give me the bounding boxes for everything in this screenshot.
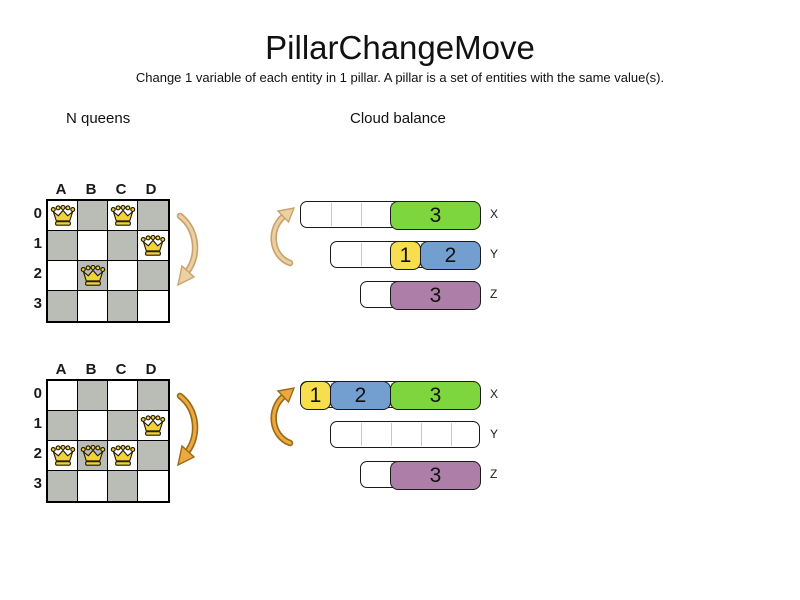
board-cell-a0 bbox=[48, 201, 78, 231]
page-subtitle: Change 1 variable of each entity in 1 pi… bbox=[135, 70, 665, 85]
board-cell-d3 bbox=[138, 471, 168, 501]
board-cell-b2 bbox=[78, 441, 108, 471]
board-cell-c3 bbox=[108, 471, 138, 501]
queens-move-arrow-icon bbox=[176, 392, 199, 467]
column-label-a: A bbox=[55, 361, 67, 378]
nqueens-board-before: A B C D 0 1 2 3 bbox=[20, 182, 180, 324]
board-cell-a1 bbox=[48, 231, 78, 261]
column-label-b: B bbox=[85, 181, 97, 198]
board-cell-d3 bbox=[138, 291, 168, 321]
column-label-c: C bbox=[115, 361, 127, 378]
process-block-2: 2 bbox=[330, 381, 391, 410]
nqueens-board-after: A B C D 0 1 2 3 bbox=[20, 362, 180, 504]
process-block-3: 3 bbox=[390, 201, 481, 230]
column-label-c: C bbox=[115, 181, 127, 198]
machine-label-y: Y bbox=[490, 427, 499, 441]
board-cell-a0 bbox=[48, 381, 78, 411]
column-label-b: B bbox=[85, 361, 97, 378]
process-block-1: 1 bbox=[300, 381, 331, 410]
machine-bar-z: 3 bbox=[360, 461, 481, 490]
board-cell-d2 bbox=[138, 441, 168, 471]
board-cell-b3 bbox=[78, 471, 108, 501]
queens-move-arrow-icon bbox=[176, 212, 199, 287]
board-cell-c0 bbox=[108, 381, 138, 411]
board-cell-d0 bbox=[138, 381, 168, 411]
unit-divider bbox=[361, 203, 362, 226]
machine-label-x: X bbox=[490, 207, 499, 221]
board-cell-d1 bbox=[138, 231, 168, 261]
board-cell-b1 bbox=[78, 411, 108, 441]
board-cell-d1 bbox=[138, 411, 168, 441]
board-cell-c0 bbox=[108, 201, 138, 231]
board-cell-b3 bbox=[78, 291, 108, 321]
board-cell-c3 bbox=[108, 291, 138, 321]
board-cell-d0 bbox=[138, 201, 168, 231]
machine-label-x: X bbox=[490, 387, 499, 401]
board-cell-c2 bbox=[108, 261, 138, 291]
section-label-cloud-balance: Cloud balance bbox=[350, 110, 446, 127]
process-block-3: 3 bbox=[390, 461, 481, 490]
process-block-3: 3 bbox=[390, 381, 481, 410]
board-cell-a3 bbox=[48, 291, 78, 321]
machine-label-y: Y bbox=[490, 247, 499, 261]
process-block-3: 3 bbox=[390, 281, 481, 310]
row-label-0: 0 bbox=[33, 385, 42, 402]
row-label-1: 1 bbox=[33, 415, 42, 432]
queen-icon bbox=[80, 264, 105, 286]
process-block-2: 2 bbox=[420, 241, 481, 270]
machine-bar-z: 3 bbox=[360, 281, 481, 310]
unit-divider bbox=[451, 423, 452, 446]
column-label-d: D bbox=[145, 181, 157, 198]
queen-icon bbox=[110, 444, 135, 466]
machine-label-z: Z bbox=[490, 467, 498, 481]
board-cell-b0 bbox=[78, 201, 108, 231]
process-block-1: 1 bbox=[390, 241, 421, 270]
board-cell-a2 bbox=[48, 261, 78, 291]
row-label-2: 2 bbox=[33, 265, 42, 282]
row-label-0: 0 bbox=[33, 205, 42, 222]
board-cell-d2 bbox=[138, 261, 168, 291]
queen-icon bbox=[50, 204, 75, 226]
queen-icon bbox=[110, 204, 135, 226]
board-cell-c2 bbox=[108, 441, 138, 471]
board-cell-b2 bbox=[78, 261, 108, 291]
unit-divider bbox=[331, 203, 332, 226]
board-cell-a1 bbox=[48, 411, 78, 441]
queen-icon bbox=[140, 414, 166, 436]
unit-divider bbox=[421, 423, 422, 446]
processes-move-arrow-icon bbox=[270, 387, 296, 447]
board-cell-c1 bbox=[108, 411, 138, 441]
row-label-2: 2 bbox=[33, 445, 42, 462]
machine-bar-y bbox=[330, 421, 480, 448]
queen-icon bbox=[50, 444, 75, 466]
chess-board-grid bbox=[46, 379, 170, 503]
board-cell-a2 bbox=[48, 441, 78, 471]
machine-label-z: Z bbox=[490, 287, 498, 301]
row-label-3: 3 bbox=[33, 295, 42, 312]
row-label-1: 1 bbox=[33, 235, 42, 252]
queen-icon bbox=[140, 234, 166, 256]
board-cell-c1 bbox=[108, 231, 138, 261]
section-label-n-queens: N queens bbox=[66, 110, 131, 127]
unit-divider bbox=[361, 243, 362, 266]
row-label-3: 3 bbox=[33, 475, 42, 492]
column-label-d: D bbox=[145, 361, 157, 378]
processes-move-arrow-icon bbox=[270, 207, 296, 267]
chess-board-grid bbox=[46, 199, 170, 323]
unit-divider bbox=[391, 423, 392, 446]
machine-bar-x: 3 bbox=[300, 201, 481, 230]
column-label-a: A bbox=[55, 181, 67, 198]
page-title: PillarChangeMove bbox=[265, 29, 535, 66]
board-cell-b0 bbox=[78, 381, 108, 411]
unit-divider bbox=[361, 423, 362, 446]
queen-icon bbox=[80, 444, 105, 466]
board-cell-a3 bbox=[48, 471, 78, 501]
board-cell-b1 bbox=[78, 231, 108, 261]
